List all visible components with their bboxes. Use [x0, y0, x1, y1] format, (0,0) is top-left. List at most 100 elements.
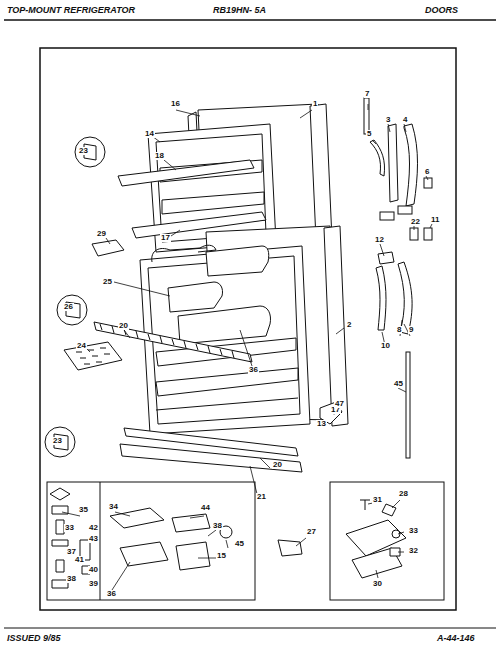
callout-number: 3 [385, 116, 391, 124]
drawing-stroke [310, 104, 332, 240]
callout-number: 36 [106, 590, 117, 598]
callout-number: 20 [272, 461, 283, 469]
drawing-stroke [162, 192, 264, 214]
callout-number: 7 [364, 90, 370, 98]
callout-number: 42 [88, 524, 99, 532]
model-number: RB19HN- 5A [212, 6, 267, 15]
drawing-stroke [380, 212, 394, 220]
callout-number: 47 [334, 400, 345, 408]
drawing-stroke [62, 104, 432, 590]
callout-number: 41 [74, 556, 85, 564]
drawing-stroke [278, 540, 302, 556]
callout-number: 31 [372, 496, 383, 504]
callout-number: 32 [408, 547, 419, 555]
fresh-food-door [140, 226, 348, 434]
callout-number: 2 [346, 321, 352, 329]
drawing-stroke [376, 266, 386, 330]
drawing-stroke [404, 124, 418, 206]
callout-number: 5 [366, 130, 372, 138]
hinge-parts [320, 98, 432, 458]
drawing-stroke [100, 482, 101, 600]
callout-number: 9 [408, 326, 414, 334]
callout-number: 39 [88, 580, 99, 588]
drawing-stroke [398, 262, 412, 334]
callout-number: 11 [430, 216, 440, 224]
drawing-stroke [330, 482, 444, 600]
drawing-stroke [406, 352, 410, 458]
drawing-stroke [45, 427, 75, 457]
drawing-stroke [156, 368, 298, 396]
callout-number: 43 [88, 535, 99, 543]
callout-number: 26 [63, 303, 74, 311]
drawing-stroke [92, 240, 124, 256]
footer-note: ISSUED 9/85 [6, 634, 62, 643]
callout-number: 23 [78, 147, 89, 155]
callout-number: 23 [52, 437, 63, 445]
callout-number: 25 [102, 278, 113, 286]
callout-number: 20 [118, 322, 129, 330]
drawing-stroke [124, 428, 298, 456]
callout-number: 17 [160, 234, 171, 242]
door-bar [118, 160, 266, 238]
drawing-stroke [156, 398, 298, 410]
callout-number: 27 [306, 528, 317, 536]
callout-number: 24 [76, 342, 87, 350]
page-title: TOP-MOUNT REFRIGERATOR [6, 6, 136, 15]
callout-number: 29 [96, 230, 107, 238]
drawing-stroke [178, 306, 271, 344]
callout-number: 28 [398, 490, 409, 498]
callout-number: 44 [200, 504, 211, 512]
callout-number: 36 [248, 366, 259, 374]
callout-number: 35 [78, 506, 89, 514]
callout-number: 21 [256, 493, 267, 501]
drawing-stroke [4, 19, 496, 21]
drawing-stroke [76, 348, 110, 364]
drawing-stroke [4, 628, 496, 629]
callout-number: 40 [88, 566, 99, 574]
drawing-stroke [360, 500, 370, 510]
hinge-inset [47, 482, 302, 600]
egg-tray [64, 342, 122, 370]
callout-number: 38 [212, 522, 223, 530]
drawing-stroke [424, 228, 432, 240]
callout-number: 33 [64, 524, 75, 532]
drawing-stroke [364, 98, 369, 134]
callout-number: 45 [234, 540, 245, 548]
door-bar [94, 322, 302, 472]
callout-number: 1 [312, 100, 318, 108]
callout-number: 13 [316, 420, 327, 428]
callout-number: 16 [170, 100, 181, 108]
callout-number: 30 [372, 580, 383, 588]
drawing-stroke [50, 488, 70, 588]
callout-number: 34 [108, 503, 119, 511]
drawing-stroke [110, 508, 164, 528]
drawing-stroke [388, 124, 398, 202]
drawing-stroke [120, 542, 168, 566]
callout-number: 4 [402, 116, 408, 124]
drawing-stroke [57, 295, 87, 325]
leader-line [62, 104, 432, 590]
callout-number: 10 [380, 342, 391, 350]
dairy-door [92, 240, 124, 256]
section-name: DOORS [424, 6, 459, 15]
drawing-stroke [324, 226, 348, 426]
drawing-stroke [346, 520, 406, 556]
drawing-stroke [176, 542, 210, 570]
callout-number: 33 [408, 527, 419, 535]
callout-number: 45 [393, 380, 404, 388]
callout-number: 22 [410, 218, 421, 226]
drawing-stroke [118, 160, 254, 186]
callout-number: 38 [66, 575, 77, 583]
hinge-inset [330, 482, 444, 600]
drawing-stroke [40, 48, 456, 610]
callout-number: 18 [154, 152, 165, 160]
drawing-stroke [64, 342, 122, 370]
drawing-stroke [370, 140, 385, 176]
drawing-stroke [378, 252, 394, 264]
callout-number: 6 [424, 168, 430, 176]
drawing-stroke [172, 514, 210, 532]
drawing-stroke [168, 282, 223, 312]
footer-note: A-44-146 [436, 634, 476, 643]
callout-number: 8 [396, 326, 402, 334]
